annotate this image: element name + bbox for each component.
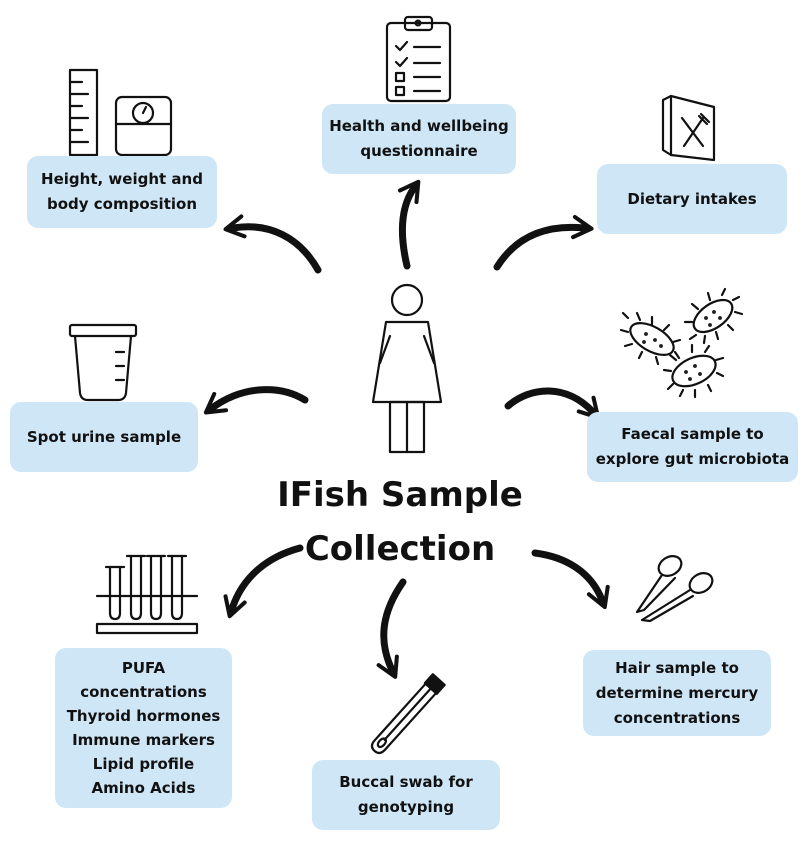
- box-questionnaire: Health and wellbeing questionnaire: [322, 104, 516, 174]
- box-line: concentrations: [613, 708, 741, 727]
- box-line: determine mercury: [595, 683, 759, 702]
- box-line: Height, weight and: [41, 170, 203, 188]
- box-diet: Dietary intakes: [597, 164, 787, 234]
- box-line: questionnaire: [360, 142, 478, 160]
- box-line: explore gut microbiota: [595, 450, 790, 468]
- box-urine: Spot urine sample: [10, 402, 198, 472]
- arrow-to-anthropometry: [223, 214, 322, 274]
- swab-tube-icon: [370, 673, 446, 755]
- box-line: genotyping: [357, 798, 455, 816]
- box-buccal: Buccal swab for genotyping: [312, 760, 500, 830]
- box-anthropometry: Height, weight and body composition: [27, 156, 217, 228]
- arrow-to-hair: [531, 549, 610, 610]
- box-line: Hair sample to: [615, 658, 739, 677]
- box-line: Buccal swab for: [339, 773, 473, 791]
- person-icon: [371, 283, 443, 454]
- title-line-2: Collection: [304, 529, 496, 569]
- arrow-to-blood: [223, 544, 304, 619]
- box-line: concentrations: [80, 683, 207, 701]
- weighing-scale-icon: [114, 95, 173, 157]
- box-line: Faecal sample to: [621, 425, 764, 443]
- arrow-to-buccal: [376, 578, 407, 679]
- urine-cup-icon: [68, 323, 138, 402]
- box-line: Immune markers: [72, 731, 215, 749]
- box-line: Spot urine sample: [26, 427, 182, 446]
- box-line: Dietary intakes: [627, 189, 757, 208]
- arrow-to-diet: [493, 215, 594, 271]
- title-line-1: IFish Sample: [277, 475, 523, 515]
- box-line: PUFA: [121, 659, 166, 677]
- scissors-icon: [635, 555, 714, 623]
- box-line: body composition: [46, 195, 197, 213]
- diagram-title: IFish Sample Collection: [250, 468, 550, 576]
- clipboard-checklist-icon: [385, 15, 452, 103]
- box-faecal: Faecal sample to explore gut microbiota: [587, 412, 798, 482]
- box-line: Lipid profile: [92, 755, 195, 773]
- arrow-to-urine: [203, 386, 309, 415]
- arrow-to-questionnaire: [397, 179, 421, 270]
- test-tubes-rack-icon: [95, 554, 199, 635]
- arrow-to-faecal: [504, 387, 601, 420]
- menu-cutlery-icon: [661, 94, 716, 162]
- box-line: Amino Acids: [91, 779, 196, 797]
- box-hair: Hair sample to determine mercury concent…: [583, 650, 771, 736]
- box-line: Thyroid hormones: [66, 707, 221, 725]
- arrows: [203, 179, 610, 679]
- height-ruler-icon: [68, 68, 99, 157]
- box-line: Health and wellbeing: [329, 117, 509, 135]
- bacteria-icon: [619, 287, 744, 399]
- box-blood: PUFA concentrations Thyroid hormones Imm…: [55, 648, 232, 808]
